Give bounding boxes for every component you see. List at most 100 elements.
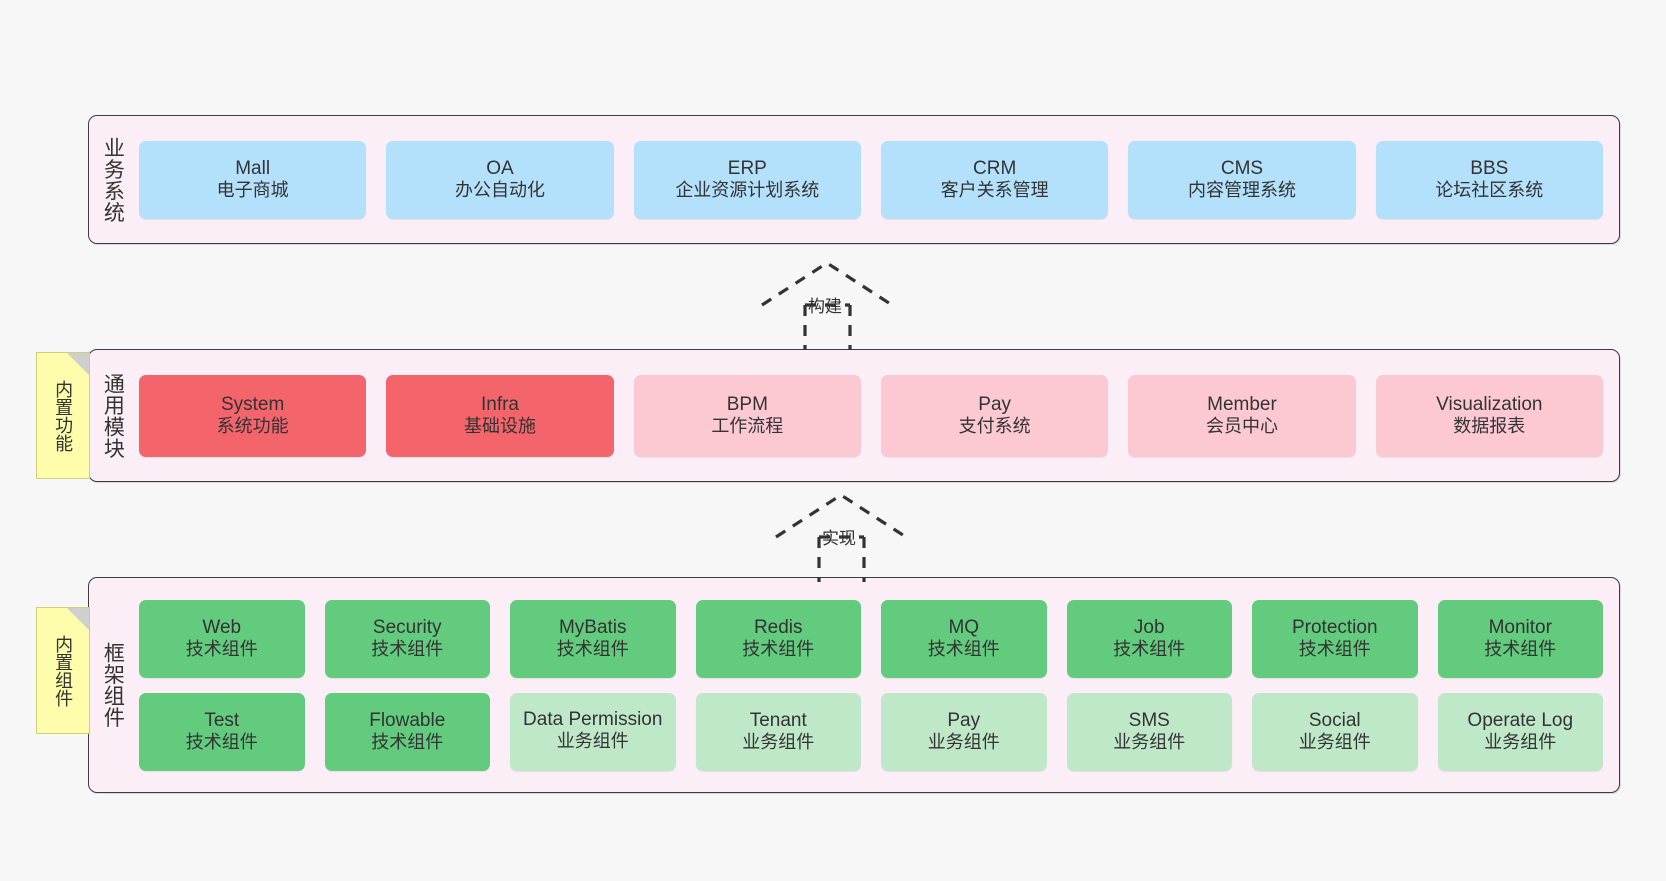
card-bbs[interactable]: BBS 论坛社区系统	[1375, 140, 1603, 219]
card-subtitle: 技术组件	[742, 639, 815, 660]
arrow-head-icon	[761, 261, 893, 307]
card-crm[interactable]: CRM 客户关系管理	[880, 140, 1109, 219]
card-sms[interactable]: SMS 业务组件	[1066, 692, 1232, 771]
card-redis[interactable]: Redis 技术组件	[695, 599, 861, 678]
card-row: Test 技术组件 Flowable 技术组件 Data Permission …	[139, 692, 1603, 771]
arrow-head-icon	[775, 493, 907, 539]
layer-framework-components: 框架组件 Web 技术组件 Security 技术组件 MyBatis 技术组件…	[88, 577, 1620, 793]
card-title: Monitor	[1488, 616, 1552, 638]
arrow-stem-icon	[817, 535, 866, 582]
card-subtitle: 内容管理系统	[1187, 180, 1296, 201]
card-job[interactable]: Job 技术组件	[1066, 599, 1232, 678]
card-title: Pay	[947, 709, 981, 731]
card-title: ERP	[727, 157, 767, 179]
card-row: Mall 电子商城 OA 办公自动化 ERP 企业资源计划系统 CRM 客户关系…	[139, 140, 1603, 219]
card-subtitle: 客户关系管理	[940, 180, 1049, 201]
card-mybatis[interactable]: MyBatis 技术组件	[510, 599, 676, 678]
card-protection[interactable]: Protection 技术组件	[1252, 599, 1418, 678]
card-infra[interactable]: Infra 基础设施	[386, 374, 614, 457]
card-subtitle: 业务组件	[927, 732, 1000, 753]
card-subtitle: 会员中心	[1205, 416, 1278, 437]
card-title: Infra	[480, 393, 519, 415]
card-title: SMS	[1128, 709, 1170, 731]
layer-title-business-systems: 业务系统	[101, 136, 125, 223]
card-title: Security	[372, 616, 442, 638]
card-subtitle: 技术组件	[371, 732, 444, 753]
card-monitor[interactable]: Monitor 技术组件	[1437, 599, 1603, 678]
note-fold-icon	[67, 608, 89, 630]
card-mq[interactable]: MQ 技术组件	[881, 599, 1047, 678]
card-subtitle: 技术组件	[371, 639, 444, 660]
card-title: Protection	[1291, 616, 1378, 638]
card-data-permission[interactable]: Data Permission 业务组件	[510, 692, 676, 771]
connector-build: 构建	[758, 258, 898, 350]
note-fold-icon	[67, 353, 89, 375]
layer-common-modules: 通用模块 System 系统功能 Infra 基础设施 BPM 工作流程 Pay…	[88, 349, 1620, 482]
card-title: Pay	[978, 393, 1012, 415]
card-erp[interactable]: ERP 企业资源计划系统	[633, 140, 861, 219]
note-builtin-function: 内置功能	[36, 352, 90, 479]
card-subtitle: 基础设施	[463, 416, 536, 437]
card-flowable[interactable]: Flowable 技术组件	[324, 692, 490, 771]
card-title: BPM	[726, 393, 768, 415]
card-title: Web	[202, 616, 242, 638]
card-subtitle: 技术组件	[1113, 639, 1186, 660]
note-builtin-component: 内置组件	[36, 607, 90, 734]
card-title: OA	[486, 157, 514, 179]
card-pay-business[interactable]: Pay 业务组件	[881, 692, 1047, 771]
card-row: Web 技术组件 Security 技术组件 MyBatis 技术组件 Redi…	[139, 599, 1603, 678]
card-subtitle: 业务组件	[556, 730, 629, 751]
card-security[interactable]: Security 技术组件	[324, 599, 490, 678]
card-mall[interactable]: Mall 电子商城	[139, 140, 367, 219]
card-operate-log[interactable]: Operate Log 业务组件	[1437, 692, 1603, 771]
connector-implement: 实现	[772, 490, 912, 582]
card-visualization[interactable]: Visualization 数据报表	[1375, 374, 1603, 457]
card-title: System	[220, 393, 285, 415]
card-subtitle: 业务组件	[742, 732, 815, 753]
card-subtitle: 技术组件	[1298, 639, 1371, 660]
card-title: Test	[204, 709, 240, 731]
card-bpm[interactable]: BPM 工作流程	[633, 374, 861, 457]
card-social[interactable]: Social 业务组件	[1252, 692, 1418, 771]
card-oa[interactable]: OA 办公自动化	[386, 140, 614, 219]
card-subtitle: 数据报表	[1453, 416, 1526, 437]
card-pay[interactable]: Pay 支付系统	[880, 374, 1109, 457]
card-cms[interactable]: CMS 内容管理系统	[1128, 140, 1356, 219]
connector-label: 实现	[822, 529, 856, 548]
card-subtitle: 工作流程	[711, 416, 784, 437]
card-system[interactable]: System 系统功能	[139, 374, 367, 457]
card-title: CMS	[1220, 157, 1264, 179]
card-title: Social	[1308, 709, 1361, 731]
card-subtitle: 技术组件	[185, 732, 258, 753]
card-subtitle: 业务组件	[1113, 732, 1186, 753]
card-title: CRM	[973, 157, 1017, 179]
card-test[interactable]: Test 技术组件	[139, 692, 305, 771]
card-subtitle: 办公自动化	[454, 180, 545, 201]
card-subtitle: 技术组件	[927, 639, 1000, 660]
card-subtitle: 支付系统	[958, 416, 1031, 437]
note-label: 内置组件	[53, 634, 74, 707]
card-subtitle: 系统功能	[216, 416, 289, 437]
layer-business-systems: 业务系统 Mall 电子商城 OA 办公自动化 ERP 企业资源计划系统 CRM…	[88, 115, 1620, 244]
card-subtitle: 技术组件	[185, 639, 258, 660]
layer-title-common-modules: 通用模块	[101, 372, 125, 459]
card-title: Job	[1133, 616, 1165, 638]
card-web[interactable]: Web 技术组件	[139, 599, 305, 678]
layer-body-common-modules: System 系统功能 Infra 基础设施 BPM 工作流程 Pay 支付系统…	[135, 350, 1619, 481]
card-title: Visualization	[1436, 393, 1543, 415]
card-title: MyBatis	[558, 616, 627, 638]
card-subtitle: 企业资源计划系统	[675, 180, 820, 201]
card-title: BBS	[1470, 157, 1509, 179]
card-tenant[interactable]: Tenant 业务组件	[695, 692, 861, 771]
layer-body-framework-components: Web 技术组件 Security 技术组件 MyBatis 技术组件 Redi…	[135, 578, 1619, 792]
card-row: System 系统功能 Infra 基础设施 BPM 工作流程 Pay 支付系统…	[139, 374, 1603, 457]
arrow-stem-icon	[803, 303, 852, 350]
card-subtitle: 技术组件	[556, 639, 629, 660]
card-title: Operate Log	[1467, 709, 1574, 731]
card-subtitle: 业务组件	[1484, 732, 1557, 753]
card-title: Data Permission	[523, 709, 663, 731]
connector-label: 构建	[808, 297, 842, 316]
card-title: Flowable	[369, 709, 446, 731]
card-member[interactable]: Member 会员中心	[1128, 374, 1356, 457]
card-subtitle: 论坛社区系统	[1435, 180, 1544, 201]
